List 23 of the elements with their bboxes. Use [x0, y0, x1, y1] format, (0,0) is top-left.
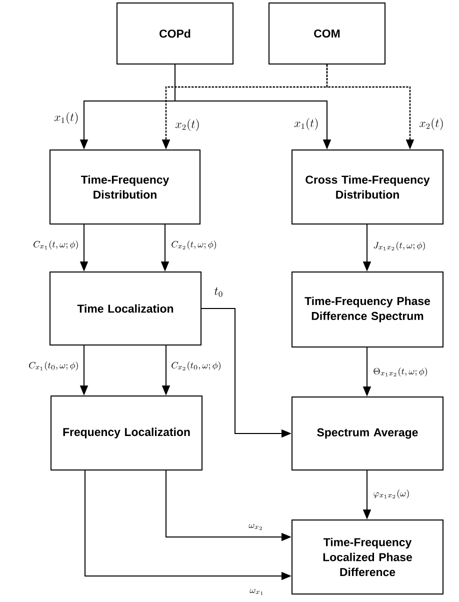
process-box: COM — [268, 2, 386, 64]
process-box: Time-Frequency Distribution — [50, 150, 200, 224]
process-box: Spectrum Average — [292, 396, 444, 470]
edge-label: $C_{x_2}(t,\omega;\phi)$ — [172, 240, 216, 250]
edge-label: $J_{x_1x_2}(t,\omega;\phi)$ — [374, 242, 425, 250]
process-box: Time-Frequency Phase Difference Spectrum — [292, 272, 444, 348]
edge-label: $\Theta_{x_1x_2}(t,\omega;\phi)$ — [374, 368, 427, 376]
edge-label: $x_2(t)$ — [176, 119, 199, 131]
edge-label: $C_{x_1}(t_0,\omega;\phi)$ — [29, 362, 78, 370]
edge-label: $\omega_{x_1}$ — [250, 588, 263, 595]
process-box: Frequency Localization — [50, 396, 202, 470]
process-box: Time Localization — [50, 272, 202, 346]
process-box: Time-Frequency Localized Phase Difference — [292, 520, 444, 594]
edge-label: $x_1(t)$ — [54, 112, 78, 124]
process-box: COPd — [116, 2, 234, 64]
process-box: Cross Time-Frequency Distribution — [292, 150, 444, 224]
edge-label: $C_{x_2}(t_0,\omega;\phi)$ — [172, 362, 220, 370]
edge-label: $\omega_{x_2}$ — [248, 524, 262, 530]
edge-label: $x_2(t)$ — [420, 118, 443, 130]
edge-label: $C_{x_1}(t,\omega;\phi)$ — [34, 240, 78, 250]
edge-label: $\varphi_{x_1x_2}(\omega)$ — [374, 490, 409, 498]
edge-label: $t_0$ — [214, 287, 222, 297]
edge-label: $x_1(t)$ — [294, 118, 318, 130]
